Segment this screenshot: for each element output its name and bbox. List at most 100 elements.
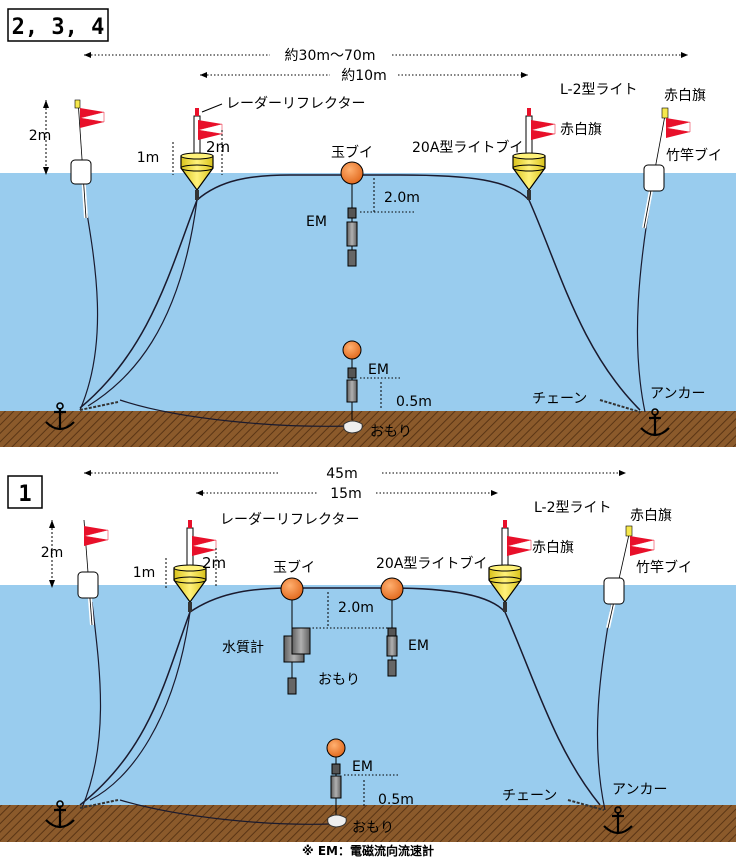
panel-title: 2, 3, 4 <box>12 15 105 40</box>
mooring-rope <box>528 199 641 411</box>
chain <box>79 401 119 411</box>
depth-label: 0.5m <box>378 792 414 808</box>
chain-label: チェーン <box>502 788 557 804</box>
bamboo-pole-outline <box>77 99 87 219</box>
mooring-rope <box>79 611 191 806</box>
mooring-rope <box>81 601 102 809</box>
flag-label: 赤白旗 <box>630 508 672 524</box>
red-white-flag-icon <box>197 119 223 141</box>
light-icon <box>661 107 669 119</box>
float-buoy <box>77 571 99 599</box>
ball-buoy-label: 玉ブイ <box>331 144 373 161</box>
panel-title-box <box>7 475 43 509</box>
weight-icon <box>287 677 297 695</box>
weight-label: おもり <box>352 820 394 836</box>
flag-label: 赤白旗 <box>532 540 574 556</box>
bottom-rope <box>119 399 351 427</box>
chain <box>567 799 605 811</box>
height-2m-label: 2m <box>206 138 230 156</box>
span-outer-label: 約30m～70m <box>285 48 376 64</box>
float-buoy <box>643 164 665 192</box>
arrow-up <box>49 520 55 528</box>
weight-label: おもり <box>370 424 412 440</box>
ball-buoy-icon <box>342 340 362 360</box>
light-icon <box>625 525 633 537</box>
panel-title: 1 <box>18 482 31 507</box>
weight-icon <box>343 420 363 434</box>
water-quality-meter-icon <box>291 627 311 655</box>
arrow-up <box>43 100 49 108</box>
arrow-left <box>84 470 91 476</box>
anchor-label: アンカー <box>612 782 667 798</box>
mooring-rope <box>504 611 601 806</box>
float-buoy <box>603 577 625 605</box>
red-white-flag-icon <box>629 535 655 557</box>
red-white-flag-icon <box>191 535 217 557</box>
arrow-right <box>521 72 528 78</box>
span-outer-label: 45m <box>326 466 357 482</box>
ball-buoy-icon <box>380 577 404 601</box>
em-sensor-head <box>387 627 397 637</box>
bamboo-buoy-label: 竹竿ブイ <box>636 559 692 576</box>
seabed <box>0 805 736 842</box>
em-sensor-head <box>347 207 357 219</box>
em-lower-label: EM <box>352 759 373 775</box>
em-upper-label: EM <box>306 214 327 230</box>
anchor-label: アンカー <box>650 386 705 402</box>
red-white-flag-icon <box>530 119 556 141</box>
mooring-rope <box>87 199 198 407</box>
water <box>0 585 736 805</box>
arrow-left <box>196 490 203 496</box>
flag-label: 赤白旗 <box>664 88 706 104</box>
depth-label: 2.0m <box>384 190 420 206</box>
mooring-rope <box>79 199 198 409</box>
span-inner-label: 15m <box>330 486 361 502</box>
panel-title-box <box>7 8 109 42</box>
red-white-flag-icon <box>83 525 109 547</box>
arrow-right <box>681 52 688 58</box>
bottom-panel: 1 45m 15m 2m レーダーリフレクター 1m <box>0 466 736 842</box>
arrow-right <box>619 470 626 476</box>
red-white-flag-icon <box>79 107 105 129</box>
mooring-rope <box>89 611 191 801</box>
bamboo-buoy-label: 竹竿ブイ <box>666 147 722 164</box>
arrow-right <box>491 490 498 496</box>
chain <box>599 399 641 413</box>
em-upper-label: EM <box>408 638 429 654</box>
arrow-down <box>49 580 55 588</box>
em-instrument <box>330 775 342 799</box>
light-buoy-label: 20A型ライトブイ <box>412 139 523 156</box>
ball-buoy-icon <box>340 161 364 185</box>
radar-reflector-label: レーダーリフレクター <box>226 96 365 112</box>
height-1m-label: 1m <box>133 565 156 581</box>
em-sensor-head <box>347 367 357 379</box>
radar-reflector-label: レーダーリフレクター <box>220 512 359 528</box>
arrow-left <box>84 52 91 58</box>
ball-buoy-icon <box>280 577 304 601</box>
red-white-flag-icon <box>665 117 691 139</box>
flag-tip <box>74 99 81 109</box>
float-buoy <box>70 159 92 185</box>
height-2m-label: 2m <box>202 554 226 572</box>
ball-buoy-label: 玉ブイ <box>273 559 315 576</box>
arrow-down <box>43 167 49 175</box>
weight-icon <box>387 659 397 677</box>
arrow-left <box>200 72 207 78</box>
top-panel: 2, 3, 4 約30m～70m 約10m 2m <box>0 8 736 447</box>
weight-icon <box>347 249 357 267</box>
light-buoy-label: 20A型ライトブイ <box>376 555 487 572</box>
em-sensor-head <box>331 763 341 775</box>
weight-icon <box>327 814 347 828</box>
chain-label: チェーン <box>532 391 587 407</box>
weight-mid-label: おもり <box>318 672 360 688</box>
height-label: 2m <box>29 128 52 144</box>
flag-label: 赤白旗 <box>560 122 602 138</box>
light-type-label: L-2型ライト <box>560 82 638 98</box>
em-instrument <box>346 379 358 403</box>
surface-rope <box>196 174 530 201</box>
em-instrument <box>346 221 358 247</box>
red-white-flag-icon <box>506 535 532 557</box>
bottom-rope <box>119 799 331 825</box>
em-lower-label: EM <box>368 362 389 378</box>
